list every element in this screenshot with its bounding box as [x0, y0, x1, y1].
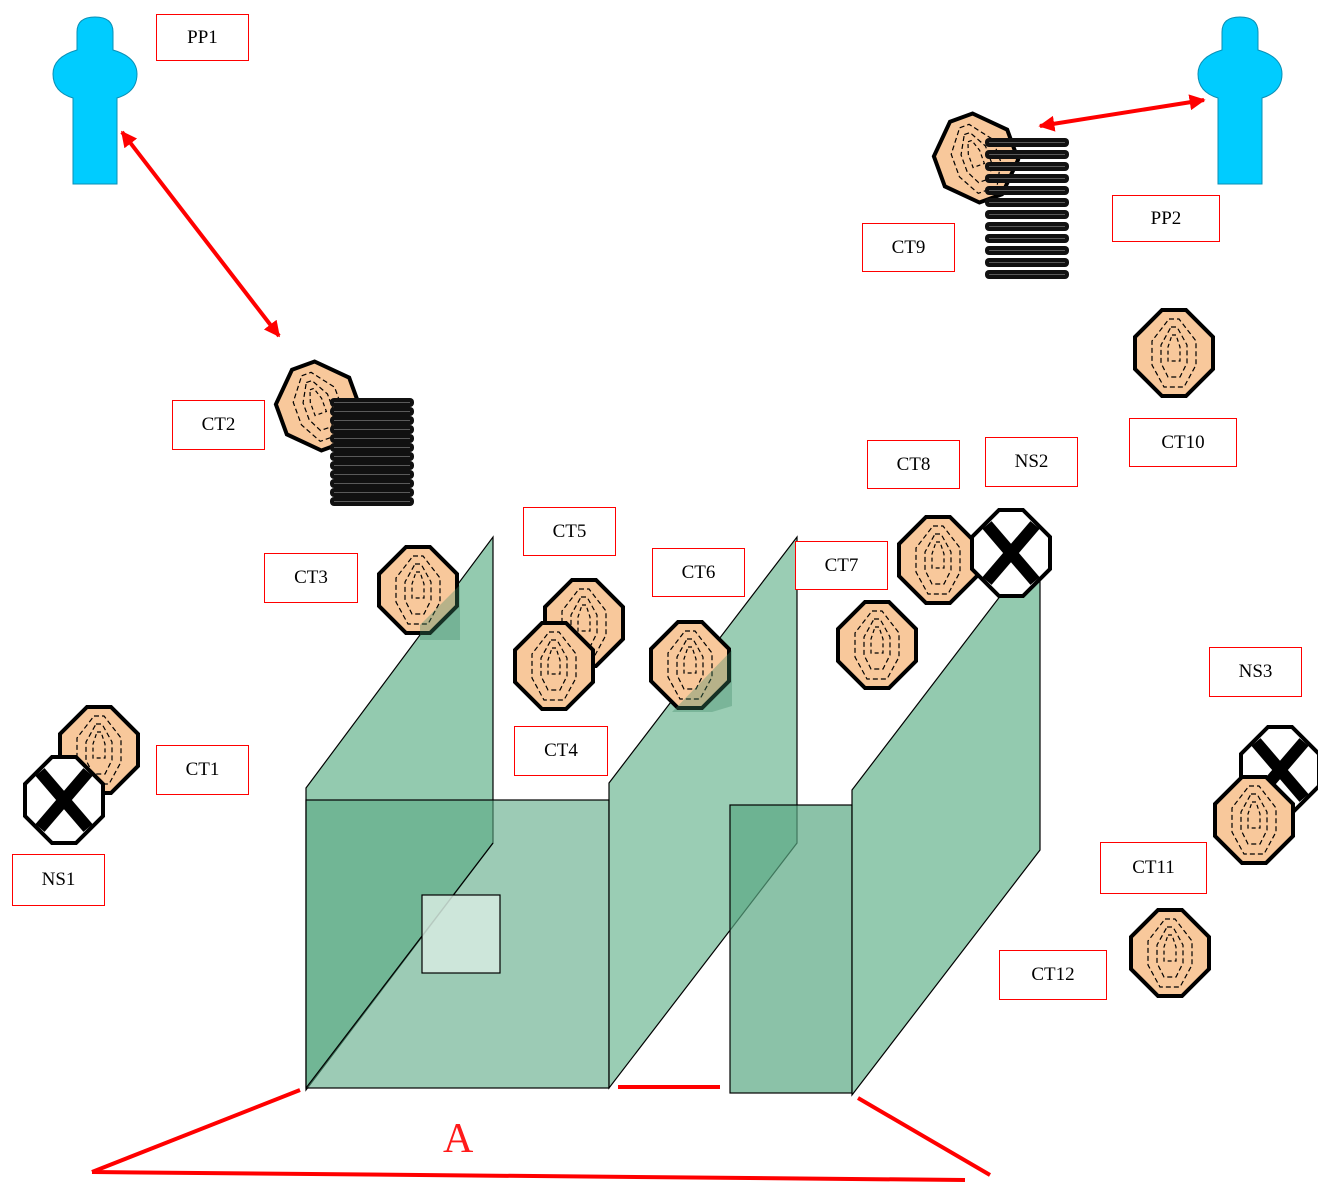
ns2-no-shoot-icon: [972, 510, 1050, 596]
pp1-to-ct2-arrow: [120, 130, 281, 338]
label-ct5: CT5: [523, 507, 616, 556]
ct6-wall-overlap: [672, 650, 732, 712]
ct4-target-icon: [513, 621, 595, 711]
label-pp2: PP2: [1112, 195, 1220, 242]
ns1-no-shoot-icon: [25, 757, 103, 843]
ct3-wall-overlap: [420, 585, 460, 640]
label-ct12: CT12: [999, 950, 1107, 1000]
ct10-target-icon: [1133, 308, 1215, 398]
label-ct11: CT11: [1100, 842, 1207, 894]
label-ct4: CT4: [514, 726, 608, 776]
label-ct10: CT10: [1129, 418, 1237, 467]
label-ct9: CT9: [862, 223, 955, 272]
right-barricade: [729, 542, 1041, 1097]
ct11-target-icon: [1213, 775, 1295, 865]
label-ct1: CT1: [156, 745, 249, 795]
label-ns1: NS1: [12, 854, 105, 906]
label-ct2: CT2: [172, 400, 265, 450]
pp2-shooter-icon: [1197, 16, 1283, 185]
ct8-target-icon: [897, 515, 979, 605]
ct7-target-icon: [836, 600, 918, 690]
pp2-to-ct9-arrow: [1038, 94, 1206, 132]
label-ns2: NS2: [985, 437, 1078, 487]
area-label: A: [443, 1116, 474, 1162]
ct12-target-icon: [1129, 908, 1211, 998]
label-ct7: CT7: [795, 541, 888, 590]
label-ct3: CT3: [264, 553, 358, 603]
left-barricade: [305, 535, 798, 1092]
label-ct8: CT8: [867, 440, 960, 489]
label-ns3: NS3: [1209, 647, 1302, 697]
barricade-port: [421, 894, 501, 974]
label-ct6: CT6: [652, 548, 745, 597]
pp1-shooter-icon: [52, 16, 138, 185]
label-pp1: PP1: [156, 14, 249, 61]
ct2-barrel-stack-icon: [329, 397, 415, 507]
shooting-area-boundary: [91, 1085, 992, 1182]
